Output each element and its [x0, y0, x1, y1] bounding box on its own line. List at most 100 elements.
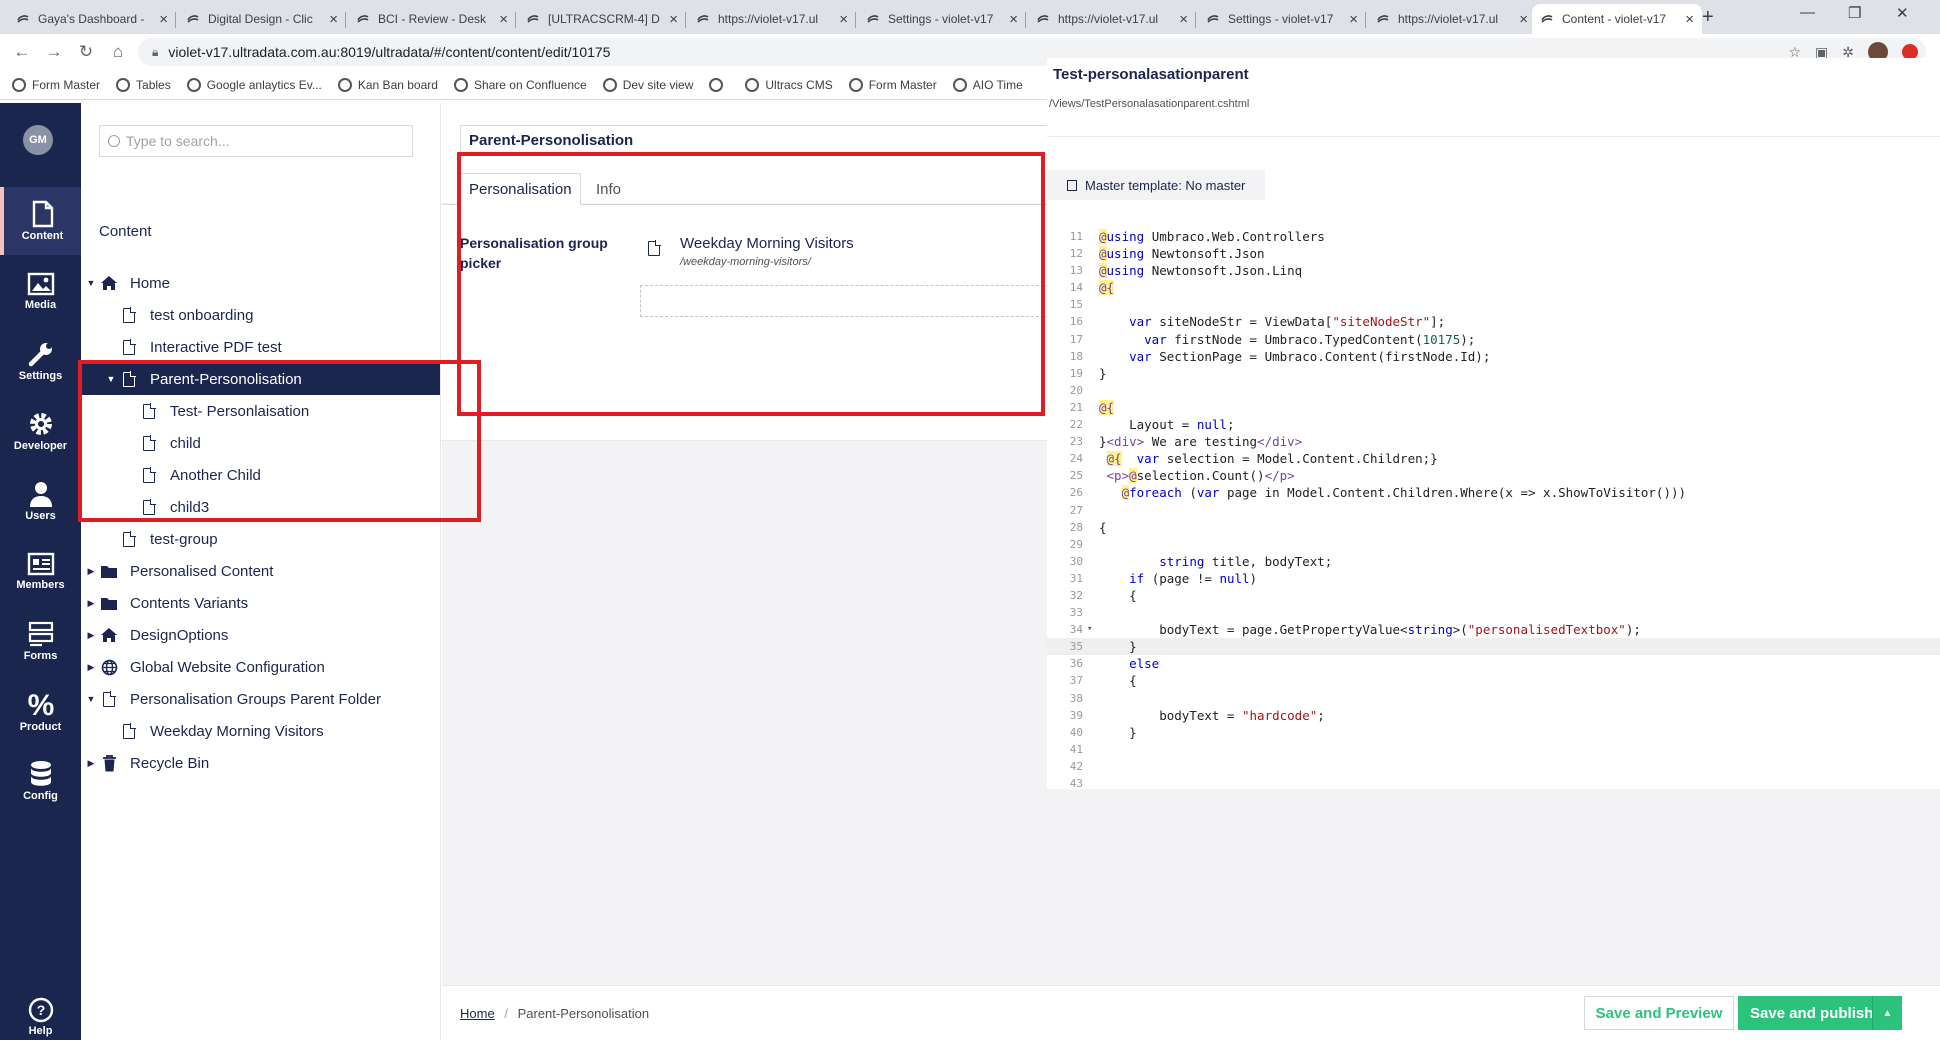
code-line[interactable]: 22 Layout = null;	[1047, 416, 1940, 433]
tab-close-icon[interactable]: ×	[839, 10, 848, 28]
code-line[interactable]: 13@using Newtonsoft.Json.Linq	[1047, 262, 1940, 279]
browser-tab[interactable]: Settings - violet-v17×	[858, 4, 1026, 34]
code-line[interactable]: 41	[1047, 741, 1940, 758]
code-line[interactable]: 25 <p>@selection.Count()</p>	[1047, 467, 1940, 484]
tree-node[interactable]: ▶Contents Variants	[81, 587, 440, 619]
bookmark-item[interactable]: Share on Confluence	[453, 77, 587, 92]
caret-down-icon[interactable]: ▼	[86, 694, 96, 704]
code-line[interactable]: 23}<div> We are testing</div>	[1047, 433, 1940, 450]
section-help[interactable]: ? Help	[0, 983, 81, 1040]
code-line[interactable]: 29	[1047, 536, 1940, 553]
section-content[interactable]: Content	[0, 187, 81, 255]
home-icon[interactable]: ⌂	[112, 42, 124, 61]
master-template-button[interactable]: Master template: No master	[1047, 170, 1265, 200]
code-line[interactable]: 26 @foreach (var page in Model.Content.C…	[1047, 484, 1940, 501]
tree-node[interactable]: test onboarding	[81, 299, 440, 331]
code-line[interactable]: 14@{	[1047, 279, 1940, 296]
cast-icon[interactable]: ▣	[1815, 43, 1829, 60]
tab-close-icon[interactable]: ×	[329, 10, 338, 28]
tab-info[interactable]: Info	[596, 180, 622, 198]
browser-tab[interactable]: Digital Design - Clic×	[178, 4, 346, 34]
profile-avatar[interactable]	[1868, 42, 1888, 62]
section-media[interactable]: Media	[0, 257, 81, 325]
extension-red-icon[interactable]	[1902, 44, 1918, 60]
tree-node[interactable]: ▼Personalisation Groups Parent Folder	[81, 683, 440, 715]
code-line[interactable]: 37 {	[1047, 672, 1940, 689]
new-tab-button[interactable]: +	[1702, 6, 1714, 28]
bookmark-item[interactable]: Form Master	[848, 77, 937, 92]
tree-node[interactable]: ▼Parent-Personolisation	[81, 363, 440, 395]
picked-item[interactable]: Weekday Morning Visitors /weekday-mornin…	[642, 235, 854, 268]
tree-node[interactable]: ▶Personalised Content	[81, 555, 440, 587]
code-line[interactable]: 24 @{ var selection = Model.Content.Chil…	[1047, 450, 1940, 467]
tab-close-icon[interactable]: ×	[1685, 10, 1694, 28]
code-line[interactable]: 11@using Umbraco.Web.Controllers	[1047, 228, 1940, 245]
code-line[interactable]: 12@using Newtonsoft.Json	[1047, 245, 1940, 262]
code-line[interactable]: 39 bodyText = "hardcode";	[1047, 707, 1940, 724]
code-line[interactable]: 31 if (page != null)	[1047, 570, 1940, 587]
code-line[interactable]: 15	[1047, 296, 1940, 313]
code-line[interactable]: 19}	[1047, 365, 1940, 382]
tree-node[interactable]: Another Child	[81, 459, 440, 491]
code-line[interactable]: 33	[1047, 604, 1940, 621]
code-line[interactable]: 42	[1047, 758, 1940, 775]
star-icon[interactable]: ☆	[1788, 43, 1802, 60]
tree-node[interactable]: ▶Global Website Configuration	[81, 651, 440, 683]
reload-icon[interactable]: ↻	[78, 42, 94, 61]
tree-node[interactable]: ▶DesignOptions	[81, 619, 440, 651]
section-developer[interactable]: Developer	[0, 397, 81, 465]
code-line[interactable]: 30 string title, bodyText;	[1047, 553, 1940, 570]
code-line[interactable]: 27	[1047, 502, 1940, 519]
code-line[interactable]: 16 var siteNodeStr = ViewData["siteNodeS…	[1047, 313, 1940, 330]
tab-close-icon[interactable]: ×	[1009, 10, 1018, 28]
tree-node[interactable]: child	[81, 427, 440, 459]
breadcrumb-home-link[interactable]: Home	[460, 1006, 495, 1021]
bookmark-item[interactable]: Tables	[116, 77, 171, 92]
publish-options-caret-icon[interactable]: ▲	[1872, 996, 1902, 1030]
browser-tab[interactable]: BCI - Review - Desk×	[348, 4, 516, 34]
section-users[interactable]: Users	[0, 467, 81, 535]
code-line[interactable]: 17 var firstNode = Umbraco.TypedContent(…	[1047, 331, 1940, 348]
tab-close-icon[interactable]: ×	[669, 10, 678, 28]
tree-node[interactable]: ▶Recycle Bin	[81, 747, 440, 779]
fold-caret-icon[interactable]: ▾	[1087, 624, 1093, 635]
code-line[interactable]: 34▾ bodyText = page.GetPropertyValue<str…	[1047, 621, 1940, 638]
code-line[interactable]: 20	[1047, 382, 1940, 399]
save-and-publish-button[interactable]: Save and publish ▲	[1738, 996, 1902, 1030]
code-line[interactable]: 38	[1047, 690, 1940, 707]
bookmark-item[interactable]: AIO Time	[952, 77, 1023, 92]
tab-close-icon[interactable]: ×	[1519, 10, 1528, 28]
browser-tab[interactable]: Settings - violet-v17×	[1198, 4, 1366, 34]
browser-tab[interactable]: https://violet-v17.ul×	[1368, 4, 1536, 34]
browser-tab[interactable]: https://violet-v17.ul×	[688, 4, 856, 34]
section-product[interactable]: %Product	[0, 677, 81, 745]
close-window-button[interactable]: ✕	[1896, 5, 1909, 22]
tab-close-icon[interactable]: ×	[499, 10, 508, 28]
bookmark-item[interactable]: Google anlaytics Ev...	[186, 77, 322, 92]
user-avatar[interactable]: GM	[23, 125, 53, 155]
back-icon[interactable]: ←	[13, 42, 31, 61]
tree-search-input[interactable]: Type to search...	[99, 125, 413, 157]
tree-node[interactable]: Weekday Morning Visitors	[81, 715, 440, 747]
tree-node[interactable]: Interactive PDF test	[81, 331, 440, 363]
minimize-button[interactable]: —	[1800, 4, 1815, 21]
code-line[interactable]: 36 else	[1047, 655, 1940, 672]
tab-personalisation[interactable]: Personalisation	[460, 173, 581, 205]
tree-node[interactable]: child3	[81, 491, 440, 523]
code-line[interactable]: 32 {	[1047, 587, 1940, 604]
tab-close-icon[interactable]: ×	[1349, 10, 1358, 28]
caret-right-icon[interactable]: ▶	[87, 597, 95, 608]
code-line[interactable]: 35 }	[1047, 638, 1940, 656]
code-line[interactable]: 40 }	[1047, 724, 1940, 741]
code-line[interactable]: 28{	[1047, 519, 1940, 536]
tab-close-icon[interactable]: ×	[1179, 10, 1188, 28]
code-line[interactable]: 18 var SectionPage = Umbraco.Content(fir…	[1047, 348, 1940, 365]
bookmark-item[interactable]: Ultracs CMS	[745, 77, 833, 92]
code-line[interactable]: 21@{	[1047, 399, 1940, 416]
caret-right-icon[interactable]: ▶	[87, 757, 95, 768]
caret-right-icon[interactable]: ▶	[87, 565, 95, 576]
browser-tab[interactable]: https://violet-v17.ul×	[1028, 4, 1196, 34]
caret-down-icon[interactable]: ▼	[106, 374, 116, 384]
template-name[interactable]: Test-personalasationparent	[1053, 66, 1249, 83]
caret-right-icon[interactable]: ▶	[87, 661, 95, 672]
